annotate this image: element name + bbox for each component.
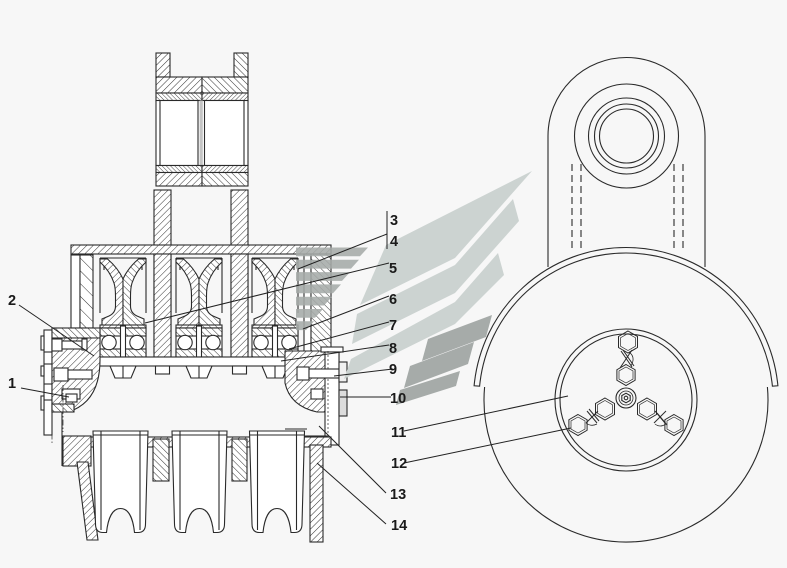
svg-text:5: 5 [389,261,397,277]
svg-text:3: 3 [390,213,398,229]
svg-text:11: 11 [391,425,406,441]
svg-text:2: 2 [8,293,16,309]
svg-text:7: 7 [389,318,397,334]
svg-text:10: 10 [390,391,406,407]
svg-text:13: 13 [390,487,406,503]
svg-text:8: 8 [389,341,397,357]
svg-text:9: 9 [389,362,397,378]
svg-text:1: 1 [8,376,16,392]
svg-text:4: 4 [390,234,398,250]
svg-text:12: 12 [391,456,407,472]
svg-text:14: 14 [391,518,407,534]
svg-text:6: 6 [389,292,397,308]
